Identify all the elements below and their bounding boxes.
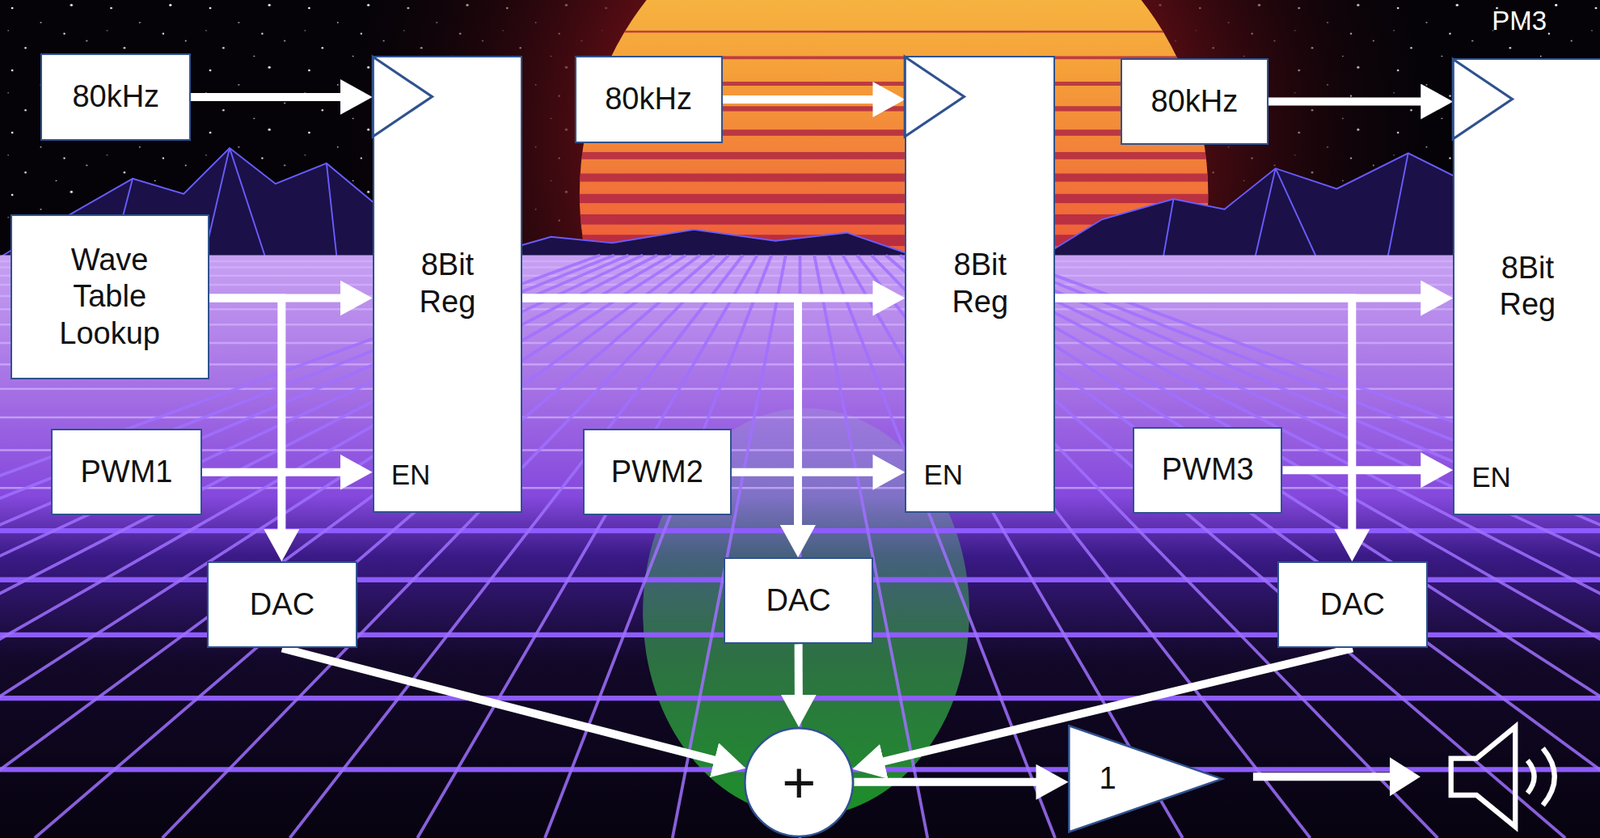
page-label: PM3	[1491, 4, 1547, 38]
dac-box: DAC	[206, 561, 358, 648]
box-label: 80kHz	[604, 80, 693, 119]
clock-source-box: 80kHz	[40, 53, 191, 142]
summing-circle	[744, 727, 853, 836]
amplifier-symbol	[1069, 725, 1223, 832]
signal-arrow	[1268, 97, 1429, 106]
signal-arrow	[209, 298, 283, 538]
register-label: 8Bit Reg	[935, 247, 1025, 321]
signal-arrow	[1282, 465, 1429, 474]
box-label: PWM3	[1161, 451, 1254, 489]
speaker-waves	[1527, 747, 1554, 806]
register-box: 8Bit RegEN	[372, 55, 524, 512]
mountain-range	[479, 229, 919, 258]
enable-pin-label: EN	[1471, 460, 1512, 494]
sun-stripe	[571, 151, 1225, 160]
signal-arrow	[202, 468, 349, 477]
box-label: PWM2	[611, 453, 704, 491]
signal-arrow	[794, 643, 803, 702]
pwm-box: PWM1	[50, 428, 203, 516]
mountain-wireframe	[112, 127, 1541, 258]
output-arrowhead	[1389, 756, 1421, 796]
register-label: 8Bit Reg	[1482, 249, 1572, 324]
sum-symbol: +	[781, 752, 816, 811]
clock-triangle	[372, 57, 432, 137]
box-label: DAC	[765, 582, 831, 620]
signal-arrow	[282, 647, 722, 762]
speaker-symbol	[1451, 726, 1516, 827]
register-box: 8Bit RegEN	[1452, 58, 1600, 516]
grid-lines	[0, 254, 1600, 838]
dac-box: DAC	[1277, 561, 1428, 648]
clock-input-symbol	[1452, 58, 1514, 140]
clock-input-symbol	[371, 55, 434, 138]
mountains	[0, 127, 1600, 258]
sun-stripe	[571, 194, 1225, 203]
signal-arrow	[731, 468, 882, 477]
enable-pin-label: EN	[391, 457, 431, 492]
signal-arrow	[522, 298, 798, 534]
signal-arrow	[1055, 298, 1352, 538]
wavetable-box: Wave Table Lookup	[10, 214, 210, 380]
box-label: Wave Table Lookup	[49, 241, 171, 353]
sun-stripe	[571, 173, 1225, 182]
amplifier-outline	[1068, 724, 1224, 833]
output-arrow	[1253, 772, 1397, 781]
clock-source-box: 80kHz	[1120, 58, 1269, 145]
register-box: 8Bit RegEN	[904, 55, 1056, 512]
box-label: DAC	[249, 586, 315, 624]
summing-junction: +	[743, 726, 854, 837]
register-label: 8Bit Reg	[402, 247, 492, 321]
box-label: PWM1	[80, 453, 173, 491]
enable-pin-label: EN	[923, 457, 963, 492]
gain-label: 1	[1098, 759, 1116, 798]
clock-input-symbol	[903, 55, 966, 138]
dac-box: DAC	[723, 557, 874, 644]
box-label: DAC	[1320, 586, 1385, 624]
box-label: 80kHz	[1150, 83, 1238, 121]
sun-stripe	[571, 30, 1225, 34]
pwm-box: PWM3	[1132, 426, 1284, 514]
signal-arrow	[190, 92, 349, 102]
box-label: 80kHz	[71, 78, 160, 116]
clock-triangle	[905, 57, 965, 137]
pwm-box: PWM2	[582, 428, 732, 516]
clock-triangle	[1453, 59, 1513, 139]
signal-arrow	[853, 777, 1044, 786]
amplifier-triangle: 1	[1068, 724, 1224, 833]
clock-source-box: 80kHz	[574, 55, 723, 143]
signal-arrow	[722, 95, 882, 104]
